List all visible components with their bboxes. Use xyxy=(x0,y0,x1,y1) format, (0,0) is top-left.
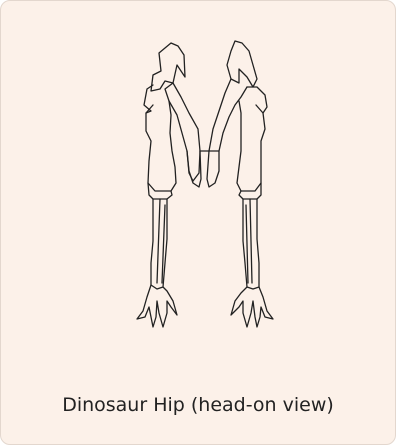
right-leg-bones xyxy=(209,41,273,327)
figure-caption: Dinosaur Hip (head-on view) xyxy=(1,394,395,416)
center-pubis-joint xyxy=(187,151,219,187)
dinosaur-hip-illustration xyxy=(1,1,395,361)
left-leg-bones xyxy=(137,43,200,327)
